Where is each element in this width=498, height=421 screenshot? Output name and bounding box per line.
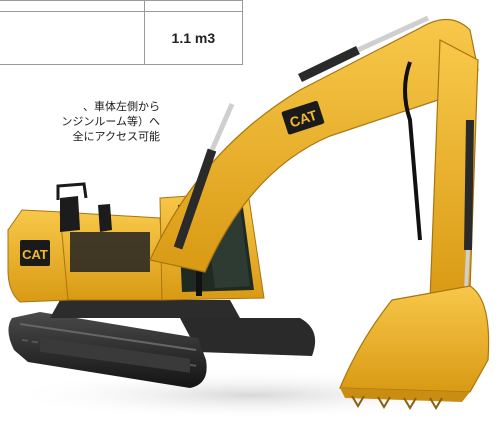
access-note-line-3: 全にアクセス可能 [72,130,160,143]
access-note-line-1: 、車体左側から [83,100,160,113]
spec-row-bucket: 1.1 m3 [0,11,244,65]
undercarriage [50,300,240,318]
cat-logo-boom: CAT [281,100,325,135]
access-note-line-2: ンジンルーム等）へ [61,115,160,128]
stick-cylinder [298,15,430,83]
spec-cell-label-empty [0,11,145,65]
hydraulic-hoses [403,61,422,241]
front-track [8,312,207,388]
access-note: 、車体左側から ンジンルーム等）へ 全にアクセス可能 [0,99,160,144]
svg-text:CAT: CAT [22,247,48,262]
boom-cylinder [173,103,235,250]
boom [149,18,479,273]
bucket-capacity-value: 1.1 m3 [143,11,244,65]
spec-table: 1.1 m3 [0,0,244,65]
cat-logo-body: CAT [20,240,50,266]
rear-track [180,318,316,356]
bucket [339,285,490,410]
stick-arm [429,39,479,301]
